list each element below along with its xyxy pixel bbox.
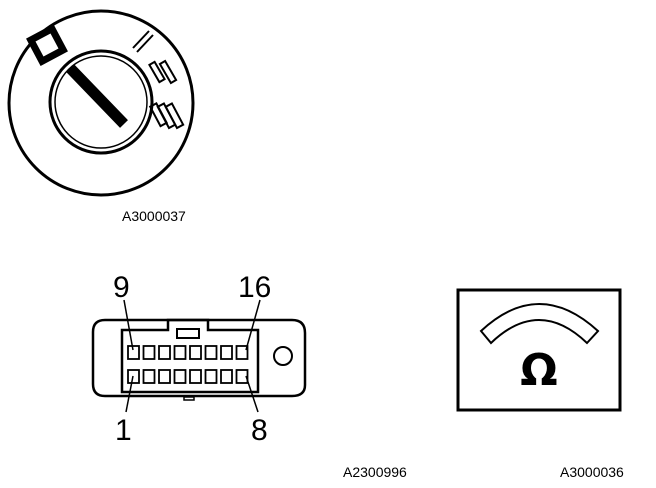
position-mark-ii bbox=[148, 59, 178, 85]
ohmmeter-caption: A3000036 bbox=[560, 464, 624, 480]
leader-line-pin-9 bbox=[123, 299, 134, 351]
connector-pin-cavity bbox=[158, 369, 171, 384]
switch-outer-bezel bbox=[7, 9, 195, 197]
leader-line-pin-16 bbox=[245, 299, 261, 351]
lock-square-icon bbox=[26, 24, 68, 66]
ohmmeter-figure: Ω A3000036 bbox=[456, 288, 624, 480]
ignition-switch-figure: A3000037 bbox=[7, 9, 195, 224]
key-slot-icon bbox=[66, 64, 128, 128]
connector-pin-cavity bbox=[189, 369, 202, 384]
connector-latch-mark bbox=[183, 396, 195, 401]
pin-label-9: 9 bbox=[113, 271, 130, 304]
connector-pin-cavity bbox=[158, 345, 171, 360]
connector-pin-cavity bbox=[235, 345, 249, 360]
connector-pin-cavity bbox=[204, 345, 218, 360]
connector-pin-cavity bbox=[235, 369, 249, 384]
switch-lock-cylinder-inner bbox=[54, 55, 148, 149]
position-mark-i bbox=[132, 30, 154, 53]
connector-pin-cavity bbox=[220, 369, 233, 384]
connector-pin-cavity bbox=[127, 369, 140, 384]
pin-label-1: 1 bbox=[115, 414, 132, 447]
connector-pin-cavity bbox=[220, 345, 233, 360]
pin-label-16: 16 bbox=[238, 271, 271, 304]
connector-pin-cavity bbox=[173, 345, 187, 360]
connector-pin-cavity bbox=[189, 345, 202, 360]
position-mark-iii bbox=[148, 102, 185, 130]
diagnostic-connector-figure: 9 16 1 8 A2300996 bbox=[91, 271, 407, 480]
pin-label-8: 8 bbox=[251, 414, 268, 447]
ignition-switch-caption: A3000037 bbox=[122, 208, 186, 224]
switch-lock-cylinder bbox=[48, 49, 154, 155]
connector-pin-cavity bbox=[142, 345, 156, 360]
leader-line-pin-8 bbox=[245, 375, 259, 413]
ohmmeter-frame bbox=[456, 288, 622, 412]
connector-pin-cavity bbox=[127, 345, 140, 360]
connector-pin-cavity bbox=[173, 369, 187, 384]
connector-housing bbox=[91, 318, 307, 398]
leader-line-pin-1 bbox=[125, 375, 134, 413]
diagnostic-connector-caption: A2300996 bbox=[343, 464, 407, 480]
connector-pin-cavity bbox=[204, 369, 218, 384]
connector-key-notch bbox=[176, 328, 200, 339]
connector-pin-cavity bbox=[142, 369, 156, 384]
ohmmeter-scale-arc bbox=[479, 303, 600, 345]
connector-mount-hole bbox=[273, 346, 293, 366]
connector-body bbox=[120, 318, 260, 394]
connector-pins bbox=[127, 345, 249, 384]
ohm-symbol-icon: Ω bbox=[520, 345, 557, 396]
